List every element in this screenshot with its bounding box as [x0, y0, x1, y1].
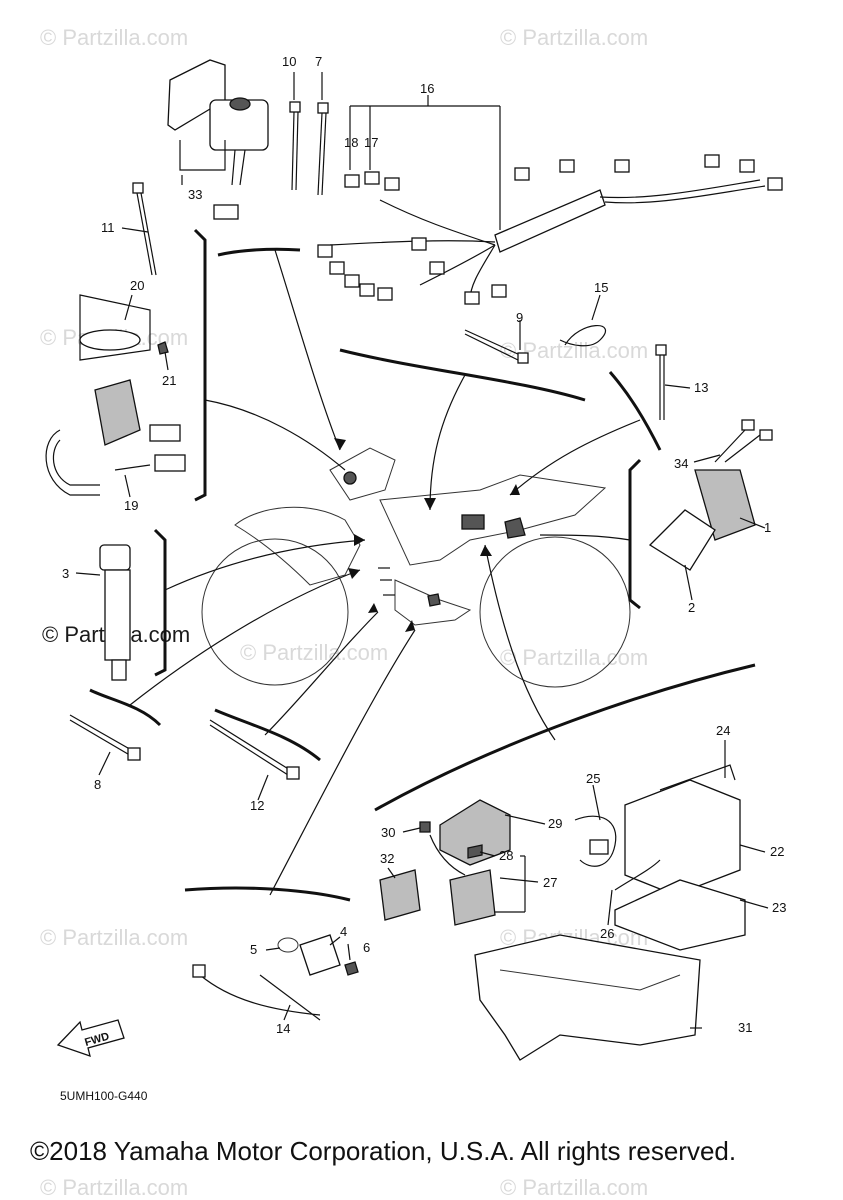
callout-21: 21	[162, 373, 176, 388]
starter-relay-parts	[379, 799, 511, 926]
watermark: © Partzilla.com	[40, 1175, 188, 1200]
callout-5: 5	[250, 942, 257, 957]
cdi-unit-with-bracket	[167, 59, 269, 220]
callout-1: 1	[764, 520, 771, 535]
callout-31: 31	[738, 1020, 752, 1035]
callout-9: 9	[516, 310, 523, 325]
callout-25: 25	[586, 771, 600, 786]
callout-13: 13	[694, 380, 708, 395]
callout-22: 22	[770, 844, 784, 859]
rectifier-regulator	[45, 379, 186, 496]
callout-14: 14	[276, 1021, 290, 1036]
callout-20: 20	[130, 278, 144, 293]
callout-6: 6	[363, 940, 370, 955]
wire-lead	[559, 325, 607, 347]
callout-leaders	[75, 72, 769, 1029]
relay-and-cover	[648, 419, 773, 571]
callout-19: 19	[124, 498, 138, 513]
callout-2: 2	[688, 600, 695, 615]
diagram-code: 5UMH100-G440	[60, 1089, 148, 1103]
callout-24: 24	[716, 723, 730, 738]
callout-10: 10	[282, 54, 296, 69]
long-cable-ties	[69, 714, 300, 780]
watermark: © Partzilla.com	[500, 1175, 648, 1200]
watermark: © Partzilla.com	[500, 645, 648, 670]
callout-30: 30	[381, 825, 395, 840]
callout-17: 17	[364, 135, 378, 150]
callout-33: 33	[188, 187, 202, 202]
watermark: © Partzilla.com	[40, 925, 188, 950]
callout-18: 18	[344, 135, 358, 150]
section-brackets	[89, 228, 756, 902]
callout-28: 28	[499, 848, 513, 863]
callout-27: 27	[543, 875, 557, 890]
callout-34: 34	[674, 456, 688, 471]
battery-assembly	[574, 764, 746, 951]
watermark-layer: © Partzilla.com © Partzilla.com © Partzi…	[40, 25, 648, 1200]
fwd-arrow-icon: FWD	[56, 1019, 125, 1058]
callout-7: 7	[315, 54, 322, 69]
callout-15: 15	[594, 280, 608, 295]
callout-29: 29	[548, 816, 562, 831]
bracket-and-bolt	[79, 294, 169, 361]
wire-harness	[317, 154, 783, 305]
callout-3: 3	[62, 566, 69, 581]
callout-labels: 1 2 3 4 5 6 7 8 9 10 11 12 13 14 15 16 1…	[62, 54, 786, 1036]
callout-26: 26	[600, 926, 614, 941]
battery-box	[474, 934, 701, 1061]
callout-11: 11	[101, 220, 115, 235]
callout-23: 23	[772, 900, 786, 915]
watermark: © Partzilla.com	[500, 25, 648, 50]
callout-16: 16	[420, 81, 434, 96]
leader-lines	[129, 249, 641, 896]
motorcycle-outline	[201, 447, 631, 688]
callout-12: 12	[250, 798, 264, 813]
sensor-assembly	[192, 934, 359, 1021]
cable-ties	[132, 101, 667, 420]
copyright-notice: ©2018 Yamaha Motor Corporation, U.S.A. A…	[30, 1136, 736, 1166]
ignition-coil	[99, 544, 131, 681]
watermark: © Partzilla.com	[40, 25, 188, 50]
callout-32: 32	[380, 851, 394, 866]
callout-4: 4	[340, 924, 347, 939]
watermark: © Partzilla.com	[240, 640, 388, 665]
callout-8: 8	[94, 777, 101, 792]
